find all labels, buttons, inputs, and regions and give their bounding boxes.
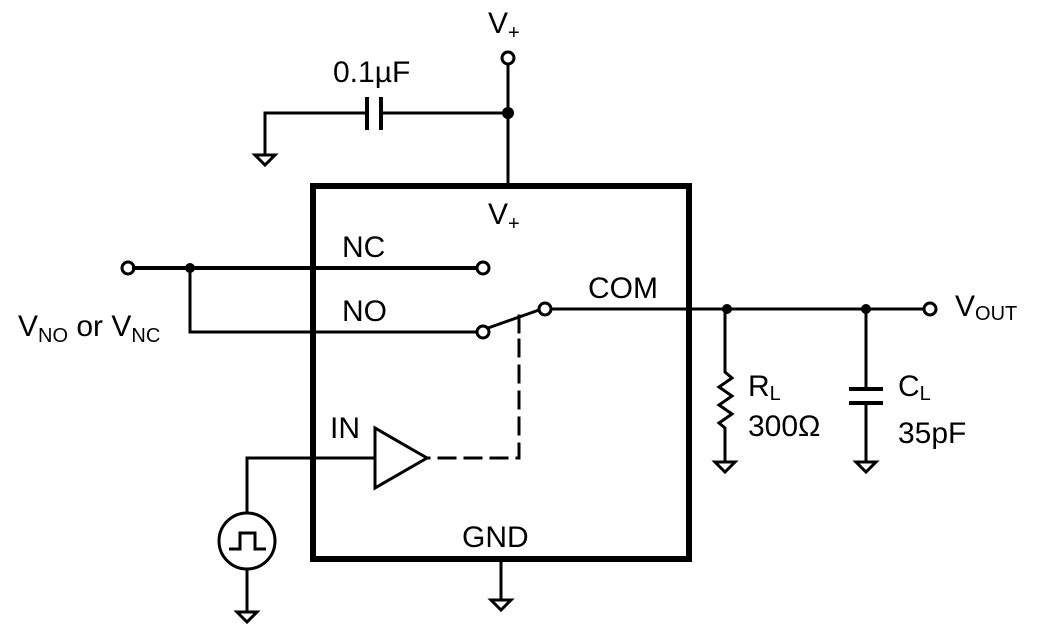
- pin-gnd-label: GND: [462, 521, 529, 554]
- in-wire: [245, 456, 377, 515]
- load-resistor: [716, 307, 735, 464]
- vplus-supply-label: V+: [488, 7, 520, 44]
- pin-com-label: COM: [588, 272, 658, 305]
- com-contact: [537, 301, 553, 317]
- vplus-terminal[interactable]: [500, 50, 516, 66]
- pulse-waveform: [229, 531, 266, 551]
- decoupling-cap-value: 0.1µF: [333, 56, 410, 89]
- pulse-generator-icon: [217, 511, 277, 571]
- switch-blade: [486, 308, 541, 330]
- rl-value: 300Ω: [748, 410, 820, 443]
- pin-no-label: NO: [342, 295, 387, 328]
- ground-icon: [711, 460, 739, 475]
- ground-icon: [852, 460, 880, 475]
- control-dashed: [425, 338, 521, 460]
- no-contact: [475, 324, 491, 340]
- pin-vplus-label: V+: [488, 198, 520, 235]
- pin-in-label: IN: [330, 412, 360, 445]
- cl-value: 35pF: [898, 417, 966, 450]
- cl-name: CL: [898, 370, 931, 405]
- input-label: VNO or VNC: [18, 310, 160, 347]
- vout-terminal[interactable]: [922, 301, 938, 317]
- ground-icon: [251, 153, 279, 168]
- nc-contact: [475, 260, 491, 276]
- cap-wire-left: [263, 111, 369, 157]
- pin-nc-label: NC: [342, 231, 385, 264]
- vout-label: VOUT: [955, 290, 1017, 325]
- no-wire: [188, 266, 479, 334]
- rl-name: RL: [748, 370, 781, 405]
- buffer-icon: [373, 425, 431, 491]
- ground-icon: [487, 598, 515, 613]
- ground-icon: [233, 610, 261, 625]
